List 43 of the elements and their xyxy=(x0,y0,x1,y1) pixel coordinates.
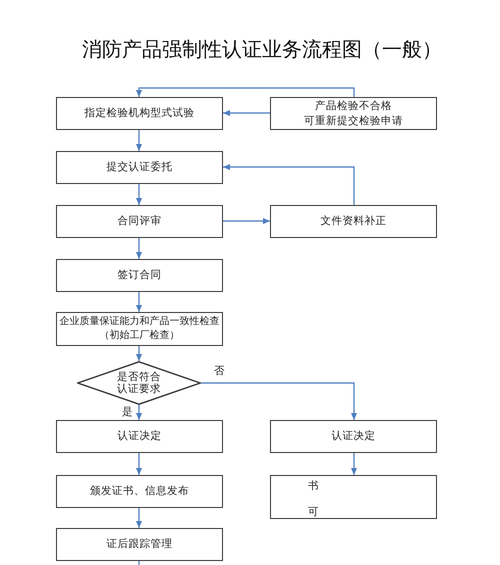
step-text: 签订合同 xyxy=(118,268,162,283)
arrow xyxy=(223,110,270,116)
diagram-title: 消防产品强制性认证业务流程图（一般） xyxy=(81,37,443,61)
arrow xyxy=(136,292,142,312)
process-box xyxy=(56,97,223,130)
step-text: 书 xyxy=(308,479,319,494)
step-text: 企业质量保证能力和产品一致性检查（初始工厂检查） xyxy=(58,315,220,343)
arrow xyxy=(136,453,142,475)
process-box xyxy=(56,205,223,238)
step-text: 提交认证委托 xyxy=(106,160,172,175)
step-text: 认证决定 xyxy=(118,429,162,444)
arrow xyxy=(350,453,358,475)
arrow xyxy=(136,130,142,151)
edge-label: 是 xyxy=(121,406,134,419)
arrow xyxy=(136,238,142,259)
process-box xyxy=(270,475,437,519)
edge-label: 否 xyxy=(213,365,226,378)
process-box xyxy=(56,475,223,508)
arrow xyxy=(223,164,355,205)
arrow xyxy=(136,346,142,361)
arrow xyxy=(136,405,142,420)
decision-text: 是否符合认证要求 xyxy=(116,370,162,396)
step-text: 指定检验机构型式试验 xyxy=(84,106,194,121)
decision-diamond xyxy=(77,361,201,405)
arrow xyxy=(136,87,355,97)
process-box xyxy=(56,528,223,561)
process-box xyxy=(56,420,223,453)
arrow xyxy=(223,218,270,224)
process-box xyxy=(56,151,223,184)
step-text: 合同评审 xyxy=(118,214,162,229)
step-text: 可 xyxy=(308,505,319,520)
process-box xyxy=(56,259,223,292)
process-box xyxy=(270,420,437,453)
arrow xyxy=(201,382,358,420)
step-text: 产品检验不合格可重新提交检验申请 xyxy=(304,98,403,128)
process-box xyxy=(270,205,437,238)
arrow xyxy=(136,184,142,205)
step-text: 证后跟踪管理 xyxy=(106,537,172,552)
process-box xyxy=(270,97,437,130)
arrow xyxy=(136,508,142,528)
step-text: 颁发证书、信息发布 xyxy=(90,484,189,499)
step-text: 认证决定 xyxy=(332,429,376,444)
step-text: 文件资料补正 xyxy=(320,214,386,229)
